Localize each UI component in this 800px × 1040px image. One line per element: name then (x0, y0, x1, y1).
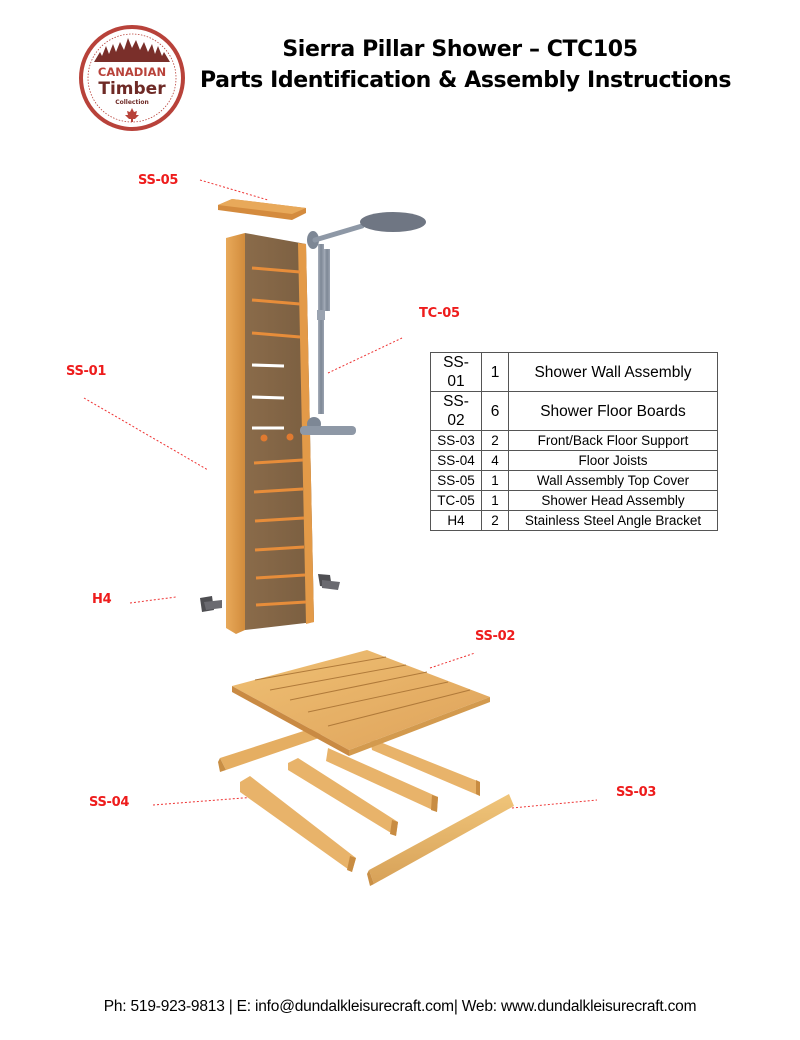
callout-h4: H4 (92, 592, 112, 607)
floor-joist-back-right (370, 738, 480, 796)
maple-leaf-icon (125, 108, 139, 122)
callout-ss-05: SS-05 (138, 173, 179, 188)
part-qty: 1 (481, 352, 509, 392)
floor-boards-part (232, 650, 490, 756)
part-code: SS-05 (430, 470, 482, 491)
part-description: Shower Wall Assembly (508, 352, 718, 392)
callout-ss-04: SS-04 (89, 795, 130, 810)
title-line-2: Parts Identification & Assembly Instruct… (200, 68, 732, 93)
part-code: SS-03 (430, 430, 482, 451)
top-cover-part (218, 199, 306, 220)
table-row: SS-04 4 Floor Joists (430, 450, 718, 471)
part-qty: 2 (481, 430, 509, 451)
part-code: SS-04 (430, 450, 482, 471)
title-line-1: Sierra Pillar Shower – CTC105 (282, 37, 638, 62)
angle-bracket-left (200, 596, 222, 612)
part-description: Wall Assembly Top Cover (508, 470, 718, 491)
parts-table: SS-01 1 Shower Wall Assembly SS-02 6 Sho… (430, 352, 718, 531)
canadian-timber-logo: CANADIAN Timber Collection (79, 25, 185, 131)
callout-ss-02: SS-02 (475, 629, 516, 644)
part-qty: 4 (481, 450, 509, 471)
table-row: SS-01 1 Shower Wall Assembly (430, 352, 718, 392)
angle-bracket-right (318, 574, 340, 590)
shower-wall-part (226, 233, 314, 634)
part-qty: 1 (481, 470, 509, 491)
callout-tc-05: TC-05 (419, 306, 460, 321)
part-qty: 1 (481, 490, 509, 511)
table-row: TC-05 1 Shower Head Assembly (430, 490, 718, 511)
part-description: Shower Head Assembly (508, 490, 718, 511)
part-description: Shower Floor Boards (508, 391, 718, 431)
part-code: SS-02 (430, 391, 482, 431)
callout-ss-03: SS-03 (616, 785, 657, 800)
logo-text-collection: Collection (115, 99, 149, 106)
part-qty: 2 (481, 510, 509, 531)
part-code: TC-05 (430, 490, 482, 511)
shower-head-part (300, 212, 426, 435)
part-description: Stainless Steel Angle Bracket (508, 510, 718, 531)
part-code: H4 (430, 510, 482, 531)
table-row: SS-02 6 Shower Floor Boards (430, 391, 718, 431)
table-row: SS-05 1 Wall Assembly Top Cover (430, 470, 718, 491)
part-qty: 6 (481, 391, 509, 431)
table-row: H4 2 Stainless Steel Angle Bracket (430, 510, 718, 531)
floor-joist-mid-right (326, 748, 438, 812)
floor-joist-mid-left (288, 758, 398, 836)
floor-joist-front-left (240, 776, 356, 872)
logo-text-canadian: CANADIAN (98, 65, 166, 79)
contact-footer: Ph: 519-923-9813 | E: info@dundalkleisur… (103, 998, 697, 1015)
front-floor-support (367, 794, 514, 886)
logo-text-timber: Timber (98, 79, 166, 99)
part-description: Floor Joists (508, 450, 718, 471)
back-floor-support (218, 727, 322, 772)
table-row: SS-03 2 Front/Back Floor Support (430, 430, 718, 451)
part-code: SS-01 (430, 352, 482, 392)
tree-line-icon (94, 38, 170, 62)
page-title: Sierra Pillar Shower – CTC105 Parts Iden… (200, 34, 732, 96)
callout-ss-01: SS-01 (66, 364, 107, 379)
part-description: Front/Back Floor Support (508, 430, 718, 451)
